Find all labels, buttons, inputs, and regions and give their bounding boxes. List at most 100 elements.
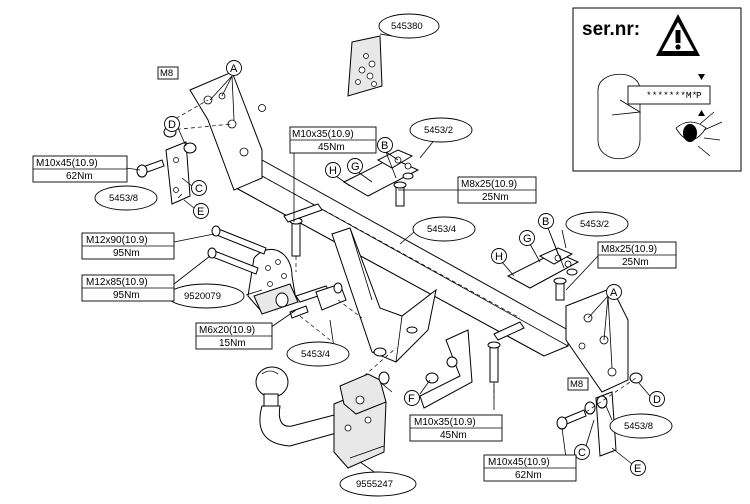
letter-callouts: A D C E B G H <box>164 60 665 476</box>
callout-5453-8-right: 5453/8 <box>609 413 673 439</box>
callout-c-left: C <box>181 177 207 196</box>
arrow-down-icon <box>698 74 705 80</box>
eye-icon <box>675 111 723 157</box>
callout-9555247: 9555247 <box>339 471 417 497</box>
svg-text:M8x25(10.9): M8x25(10.9) <box>461 179 517 190</box>
arrow-up-icon <box>698 110 705 116</box>
svg-text:62Nm: 62Nm <box>515 470 542 481</box>
svg-text:5453/2: 5453/2 <box>424 125 453 136</box>
bolt-m6x20 <box>289 305 309 319</box>
bracket-right-top <box>506 247 580 301</box>
callout-h-right: H <box>491 248 515 277</box>
callout-a-left: A <box>209 60 242 121</box>
svg-text:9520079: 9520079 <box>184 291 221 302</box>
svg-text:5453/2: 5453/2 <box>580 219 609 230</box>
bracket-left-top <box>342 149 420 207</box>
callout-b-left: B <box>377 137 399 179</box>
svg-text:M8: M8 <box>160 68 173 79</box>
callout-e-right: E <box>611 447 646 476</box>
nut-label-m8-right: M8 <box>567 377 589 391</box>
svg-text:45Nm: 45Nm <box>440 430 467 441</box>
svg-text:45Nm: 45Nm <box>318 142 345 153</box>
label-main-bar: 5453/4 <box>427 224 456 235</box>
svg-text:M6x20(10.9): M6x20(10.9) <box>199 325 255 336</box>
svg-text:G: G <box>351 161 360 173</box>
bolt-m12x85 <box>209 249 259 275</box>
callout-545380 <box>378 13 440 39</box>
spec-m10x35-top: M10x35(10.9) 45Nm <box>289 126 377 154</box>
callout-d-left: D <box>164 116 187 147</box>
svg-text:E: E <box>197 206 204 218</box>
svg-text:A: A <box>610 287 618 299</box>
svg-text:M8: M8 <box>570 379 583 390</box>
svg-text:5453/8: 5453/8 <box>624 421 653 432</box>
svg-text:5453/8: 5453/8 <box>109 193 138 204</box>
nut-label-m8-left: M8 <box>157 66 179 80</box>
spec-m12x90: M12x90(10.9) 95Nm <box>81 232 175 260</box>
svg-text:C: C <box>195 183 203 195</box>
callout-5453-4-center: 5453/4 <box>286 341 350 367</box>
svg-text:D: D <box>653 394 661 406</box>
callout-f: F <box>404 379 431 406</box>
callout-e-left: E <box>183 199 209 219</box>
callout-9520079: 9520079 <box>167 283 245 309</box>
right-side-plate <box>556 287 643 457</box>
svg-text:9555247: 9555247 <box>356 479 393 490</box>
svg-text:H: H <box>329 165 337 177</box>
svg-text:E: E <box>634 463 641 475</box>
spec-m8x25-right: M8x25(10.9) 25Nm <box>597 241 677 269</box>
svg-text:M8x25(10.9): M8x25(10.9) <box>601 244 657 255</box>
plate-pointer <box>611 99 642 116</box>
svg-text:95Nm: 95Nm <box>113 248 140 259</box>
spec-m10x35-bottom: M10x35(10.9) 45Nm <box>409 414 503 442</box>
spec-m10x45-left: M10x45(10.9) 62Nm <box>32 155 128 183</box>
svg-text:62Nm: 62Nm <box>66 171 93 182</box>
bolt-m8x25-top <box>395 185 405 207</box>
spec-m12x85: M12x85(10.9) 95Nm <box>81 274 175 302</box>
id-plate-suffix: P <box>696 90 702 101</box>
callout-main-bar <box>412 216 476 242</box>
svg-text:M10x35(10.9): M10x35(10.9) <box>292 129 354 140</box>
electrics-kit-545380: 545380 <box>347 13 440 97</box>
svg-text:M10x45(10.9): M10x45(10.9) <box>488 457 550 468</box>
svg-text:G: G <box>523 233 532 245</box>
svg-text:15Nm: 15Nm <box>219 338 246 349</box>
bolt-m10x35-bottom <box>489 345 499 383</box>
id-plate <box>627 85 711 105</box>
callout-a-right: A <box>587 284 622 369</box>
serial-panel-title: ser.nr: <box>582 19 640 40</box>
svg-text:25Nm: 25Nm <box>622 257 649 268</box>
svg-text:25Nm: 25Nm <box>482 192 509 203</box>
bolt-m8x25-right <box>555 281 565 301</box>
bolt-m12x90 <box>213 227 267 255</box>
svg-text:B: B <box>542 216 549 228</box>
callout-5453-2-right: 5453/2 <box>565 211 629 237</box>
callout-5453-2-left: 5453/2 <box>409 117 473 143</box>
spec-m6x20: M6x20(10.9) 15Nm <box>195 322 273 350</box>
callout-g-right: G <box>519 230 541 263</box>
svg-text:M10x45(10.9): M10x45(10.9) <box>36 158 98 169</box>
center-bracket <box>283 203 525 409</box>
svg-text:F: F <box>408 393 415 405</box>
svg-text:H: H <box>495 251 503 263</box>
serial-number-panel: ser.nr: *******M* P <box>572 7 742 172</box>
socket-plate-9520079 <box>207 225 363 341</box>
left-side-plate <box>136 71 266 205</box>
callout-g-left: G <box>347 158 373 183</box>
vehicle-outline <box>597 73 641 160</box>
svg-text:5453/4: 5453/4 <box>301 349 330 360</box>
callout-b-right: B <box>538 213 565 269</box>
svg-text:95Nm: 95Nm <box>113 290 140 301</box>
svg-text:M10x35(10.9): M10x35(10.9) <box>414 417 476 428</box>
id-plate-code: *******M* <box>646 90 697 101</box>
warning-icon <box>656 14 700 56</box>
callout-d-right: D <box>637 381 665 407</box>
callout-h-left: H <box>325 162 351 187</box>
svg-text:M12x90(10.9): M12x90(10.9) <box>86 235 148 246</box>
spec-m10x45-right: M10x45(10.9) 62Nm <box>483 454 577 482</box>
svg-text:A: A <box>230 63 238 75</box>
bolt-m10x35-top <box>291 221 301 257</box>
callout-c-right: C <box>574 419 595 460</box>
callout-5453-8-left: 5453/8 <box>94 185 158 211</box>
